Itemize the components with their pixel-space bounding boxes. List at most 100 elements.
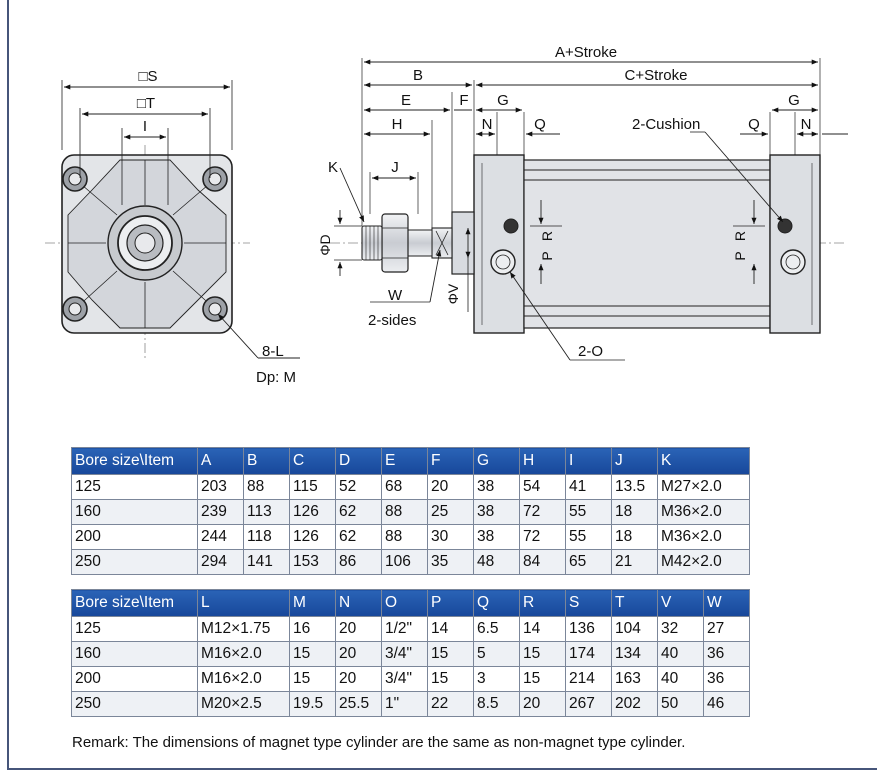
label-n-right: N xyxy=(801,116,812,133)
label-q-right: Q xyxy=(748,116,760,133)
frame-bottom-border xyxy=(7,768,877,770)
table1-header-cell: K xyxy=(657,447,750,475)
table-cell: 200 xyxy=(71,524,198,550)
label-a-stroke: A+Stroke xyxy=(555,44,617,61)
table-cell: 203 xyxy=(197,474,244,500)
frame-left-border xyxy=(7,0,9,770)
table-cell: M42×2.0 xyxy=(657,549,750,575)
label-h: H xyxy=(392,116,403,133)
table-cell: 239 xyxy=(197,499,244,525)
table-cell: M36×2.0 xyxy=(657,524,750,550)
table-cell: 72 xyxy=(519,524,566,550)
table1-header-cell: J xyxy=(611,447,658,475)
table-cell: 125 xyxy=(71,474,198,500)
table2-header-cell: Q xyxy=(473,589,520,617)
table2-header-cell: N xyxy=(335,589,382,617)
table-cell: 38 xyxy=(473,524,520,550)
table-cell: 30 xyxy=(427,524,474,550)
table-cell: 20 xyxy=(335,641,382,667)
label-g-right: G xyxy=(788,92,800,109)
table-cell: M27×2.0 xyxy=(657,474,750,500)
table-cell: 136 xyxy=(565,616,612,642)
table-cell: 202 xyxy=(611,691,658,717)
front-label-i: I xyxy=(143,118,147,135)
table-cell: 250 xyxy=(71,549,198,575)
table-cell: 3/4" xyxy=(381,641,428,667)
table-cell: 106 xyxy=(381,549,428,575)
table-cell: 5 xyxy=(473,641,520,667)
table-cell: 20 xyxy=(335,666,382,692)
table-cell: 115 xyxy=(289,474,336,500)
table2-header-cell: Bore size\Item xyxy=(71,589,198,617)
cylinder-drawing: □S □T I 8-L Dp: M xyxy=(45,44,848,386)
table2-header-cell: R xyxy=(519,589,566,617)
table-cell: 54 xyxy=(519,474,566,500)
table-cell: 160 xyxy=(71,499,198,525)
table-cell: 244 xyxy=(197,524,244,550)
table-cell: 126 xyxy=(289,524,336,550)
table-cell: 72 xyxy=(519,499,566,525)
table2-header-cell: L xyxy=(197,589,290,617)
table-cell: 62 xyxy=(335,499,382,525)
table-cell: 1" xyxy=(381,691,428,717)
table-cell: 35 xyxy=(427,549,474,575)
label-g-left: G xyxy=(497,92,509,109)
remark-text: Remark: The dimensions of magnet type cy… xyxy=(72,734,686,751)
table-cell: 40 xyxy=(657,666,704,692)
front-label-mount-holes: 8-L xyxy=(262,343,284,360)
front-label-depth: Dp: M xyxy=(256,369,296,386)
table-cell: M20×2.5 xyxy=(197,691,290,717)
table2-header-cell: S xyxy=(565,589,612,617)
table-cell: 62 xyxy=(335,524,382,550)
table-cell: 38 xyxy=(473,499,520,525)
table-cell: 48 xyxy=(473,549,520,575)
table-cell: 55 xyxy=(565,524,612,550)
table-cell: 15 xyxy=(427,666,474,692)
table-cell: 3/4" xyxy=(381,666,428,692)
label-b: B xyxy=(413,67,423,84)
label-p-right: P xyxy=(732,251,748,260)
label-f: F xyxy=(459,92,468,109)
table-cell: 55 xyxy=(565,499,612,525)
table-cell: 25.5 xyxy=(335,691,382,717)
table2-header-cell: W xyxy=(703,589,750,617)
table-cell: 14 xyxy=(427,616,474,642)
table-cell: 86 xyxy=(335,549,382,575)
label-q-left: Q xyxy=(534,116,546,133)
table2-header-cell: P xyxy=(427,589,474,617)
side-view xyxy=(330,58,848,361)
table-cell: 38 xyxy=(473,474,520,500)
table1-header-cell: F xyxy=(427,447,474,475)
table-cell: 1/2" xyxy=(381,616,428,642)
table-cell: 134 xyxy=(611,641,658,667)
table1-header-cell: H xyxy=(519,447,566,475)
label-r-right: R xyxy=(732,231,748,241)
label-e: E xyxy=(401,92,411,109)
front-view xyxy=(45,80,300,360)
label-k: K xyxy=(328,159,338,176)
table-cell: 15 xyxy=(289,641,336,667)
table-cell: 27 xyxy=(703,616,750,642)
table-cell: 200 xyxy=(71,666,198,692)
table-cell: 40 xyxy=(657,641,704,667)
table-cell: 20 xyxy=(335,616,382,642)
table2-header-cell: V xyxy=(657,589,704,617)
table-cell: 160 xyxy=(71,641,198,667)
label-ports: 2-O xyxy=(578,343,603,360)
table-cell: 36 xyxy=(703,641,750,667)
table-cell: 84 xyxy=(519,549,566,575)
table-cell: 52 xyxy=(335,474,382,500)
table-cell: 46 xyxy=(703,691,750,717)
table-cell: 104 xyxy=(611,616,658,642)
front-label-t: □T xyxy=(137,95,155,112)
table-cell: 32 xyxy=(657,616,704,642)
